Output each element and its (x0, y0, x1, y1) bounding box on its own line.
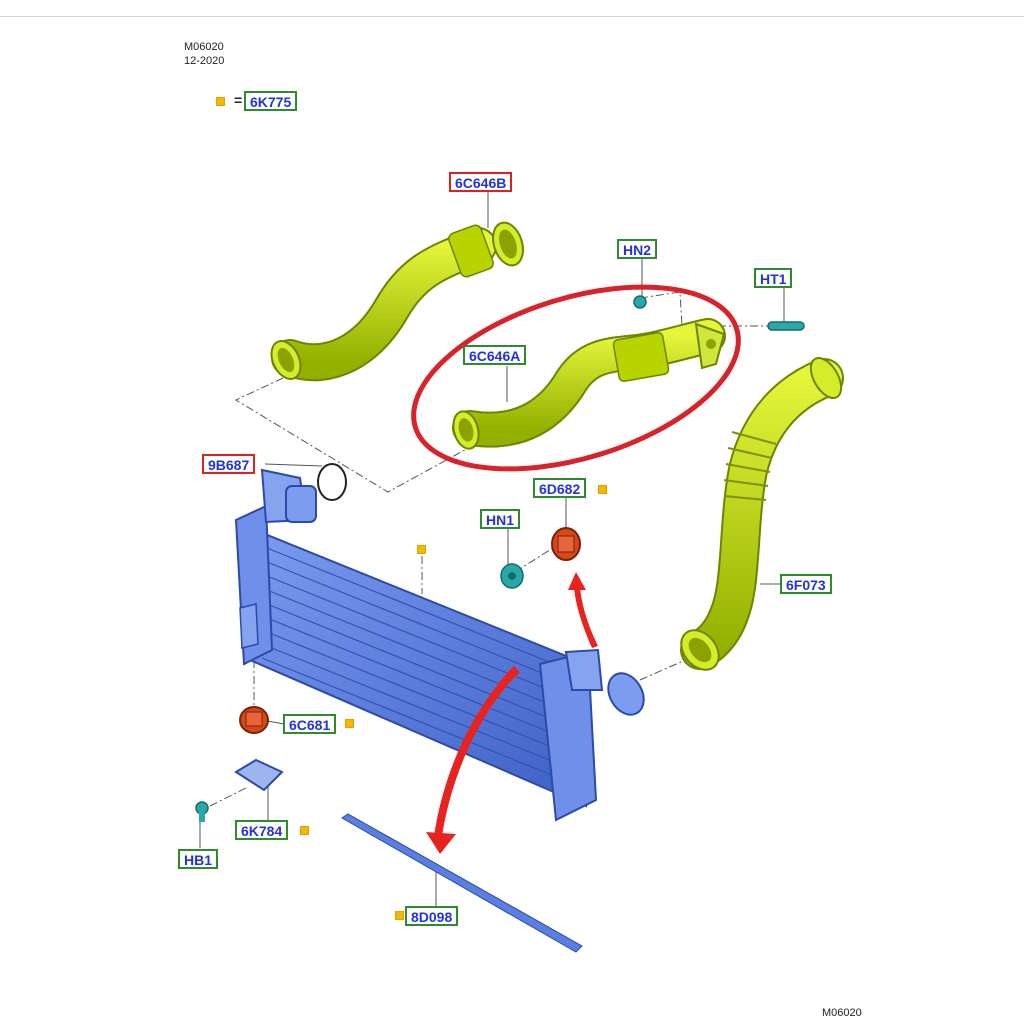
callout-6k784[interactable]: 6K784 (235, 820, 289, 840)
hose-6c646a[interactable] (449, 318, 726, 451)
drawing-code: M06020 (184, 41, 224, 53)
footer-drawing-code: M06020 (822, 1007, 862, 1019)
nut-hn1[interactable] (500, 563, 524, 589)
callout-hb1[interactable]: HB1 (178, 849, 219, 869)
square-marker-icon (395, 911, 404, 920)
legend-part-code[interactable]: 6K775 (244, 91, 298, 111)
callout-6c681[interactable]: 6C681 (283, 714, 337, 734)
bracket-6k784[interactable] (234, 758, 284, 792)
callout-hn1[interactable]: HN1 (480, 509, 521, 529)
callout-8d098[interactable]: 8D098 (405, 906, 459, 926)
square-marker-icon (598, 485, 607, 494)
square-marker-icon (300, 826, 309, 835)
red-arrows (426, 572, 598, 854)
callout-6d682[interactable]: 6D682 (533, 478, 587, 498)
hose-6f073[interactable] (674, 353, 848, 677)
callout-6c646b[interactable]: 6C646B (449, 172, 513, 192)
leader-lines (199, 192, 785, 906)
rubber-mount-6c681[interactable] (239, 706, 269, 734)
o-ring-9b687[interactable] (317, 463, 347, 501)
highlight-ellipse (411, 284, 741, 472)
square-marker-icon (345, 719, 354, 728)
drawing-date: 12-2020 (184, 55, 225, 67)
top-divider (0, 16, 1024, 17)
callout-9b687[interactable]: 9B687 (202, 454, 256, 474)
hose-6c646b[interactable] (266, 219, 528, 384)
legend-square-marker-icon (216, 97, 225, 106)
legend-equals: = (234, 92, 243, 108)
seal-strip-8d098[interactable] (341, 813, 583, 953)
callout-6c646a[interactable]: 6C646A (463, 345, 527, 365)
callout-6f073[interactable]: 6F073 (780, 574, 832, 594)
nut-hn2[interactable] (633, 295, 647, 309)
intercooler[interactable] (234, 468, 651, 822)
bolt-hb1[interactable] (195, 801, 209, 822)
callout-hn2[interactable]: HN2 (617, 239, 658, 259)
clamp-ht1[interactable] (767, 321, 805, 331)
rubber-mount-6d682[interactable] (551, 527, 581, 561)
square-marker-icon (417, 545, 426, 554)
callout-ht1[interactable]: HT1 (754, 268, 793, 288)
